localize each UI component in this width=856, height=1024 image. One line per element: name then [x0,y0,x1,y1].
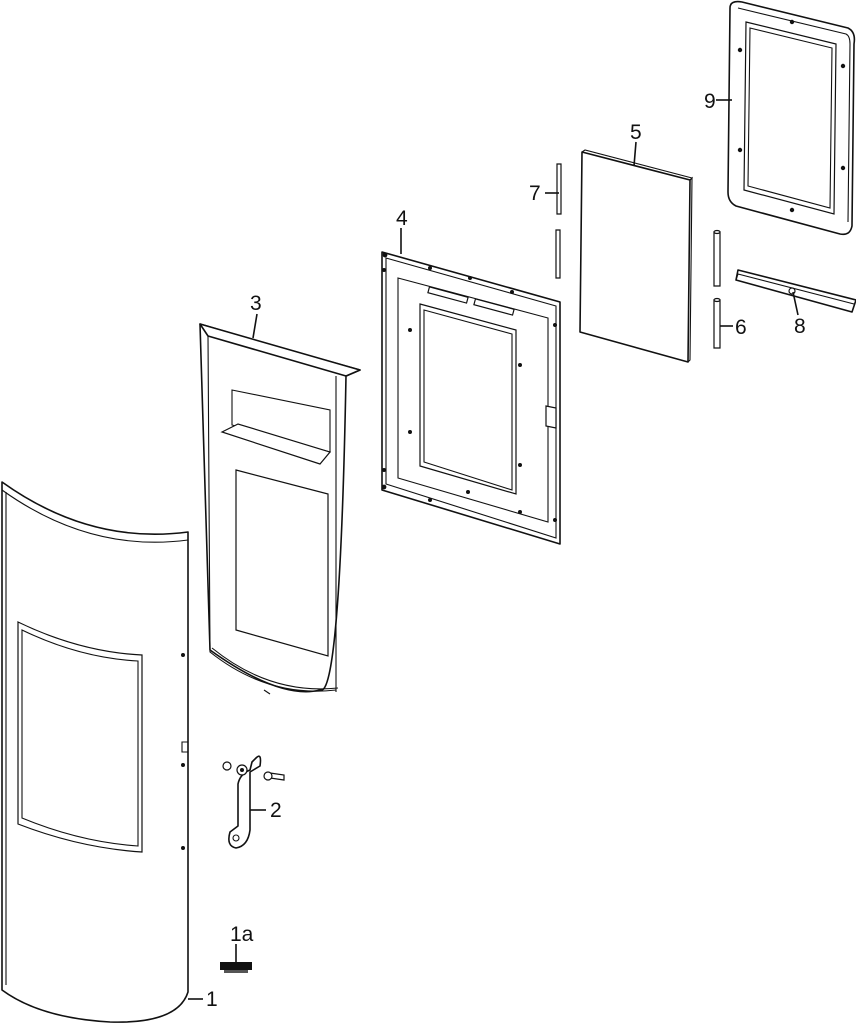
inner-frame-part-3 [199,323,361,695]
callout-part-9: 9 [704,90,716,113]
callout-part-6: 6 [735,316,747,339]
rail-part-8 [735,269,856,313]
back-plate-part-4 [381,251,561,545]
leader-5 [633,141,637,167]
callout-part-3: 3 [250,292,262,315]
door-frame-part-9 [727,0,856,236]
callout-part-7: 7 [529,182,541,205]
rods-part-6 [713,229,721,349]
leader-lines [188,99,799,1000]
callout-part-4: 4 [396,207,408,230]
front-panel-part-1 [1,481,189,1023]
bracket-part-2 [222,755,285,849]
callout-part-5: 5 [630,121,642,144]
seal-strips-part-7 [555,163,562,279]
leader-3 [252,313,258,339]
callout-labels: 1 1a 2 3 4 5 6 7 8 9 [206,90,806,1011]
callout-part-1a: 1a [230,923,254,946]
leader-8 [792,291,799,316]
glass-panel-part-5 [579,149,694,363]
callout-part-1: 1 [206,988,218,1011]
callout-part-2: 2 [270,799,282,822]
callout-part-8: 8 [794,315,806,338]
badge-part-1a [220,962,252,973]
